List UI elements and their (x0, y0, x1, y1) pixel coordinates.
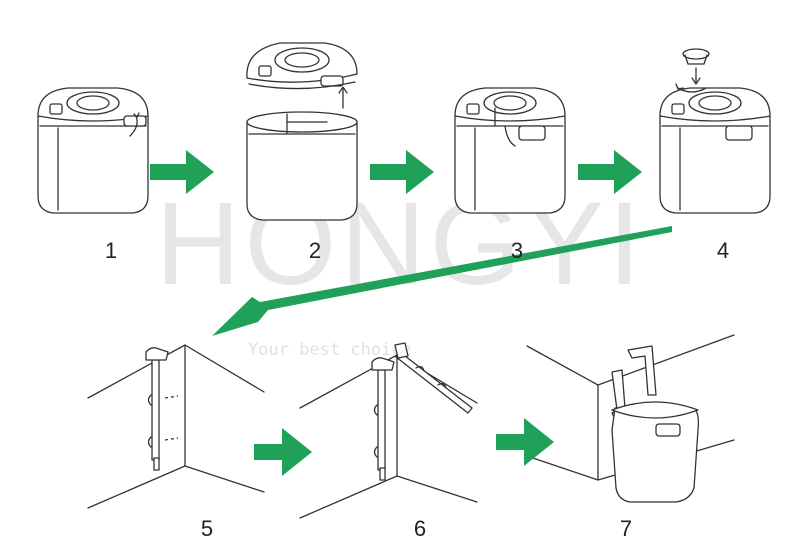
step3-filter-illustration (454, 87, 566, 214)
step7-installed-illustration (526, 334, 735, 503)
step4-filter-illustration (659, 87, 771, 214)
arrow-step6-to-7 (496, 418, 554, 466)
step4-cap-illustration (675, 48, 710, 93)
arrow-step2-to-3 (370, 150, 434, 194)
arrow-step4-to-5 (212, 226, 672, 336)
step-number-1: 1 (104, 238, 118, 263)
step-number-7: 7 (619, 516, 633, 541)
step-number-5: 5 (200, 516, 214, 541)
step2-filter-illustration (246, 42, 358, 221)
arrow-step3-to-4 (578, 150, 642, 194)
step1-filter-illustration (37, 87, 149, 214)
step-number-6: 6 (413, 516, 427, 541)
step-number-3: 3 (510, 238, 524, 263)
step-number-4: 4 (716, 238, 730, 263)
step5-intake-illustration (87, 344, 265, 509)
step-number-2: 2 (308, 238, 322, 263)
arrow-step5-to-6 (254, 428, 312, 476)
step6-spraybar-illustration (299, 342, 478, 519)
arrow-step1-to-2 (150, 150, 214, 194)
